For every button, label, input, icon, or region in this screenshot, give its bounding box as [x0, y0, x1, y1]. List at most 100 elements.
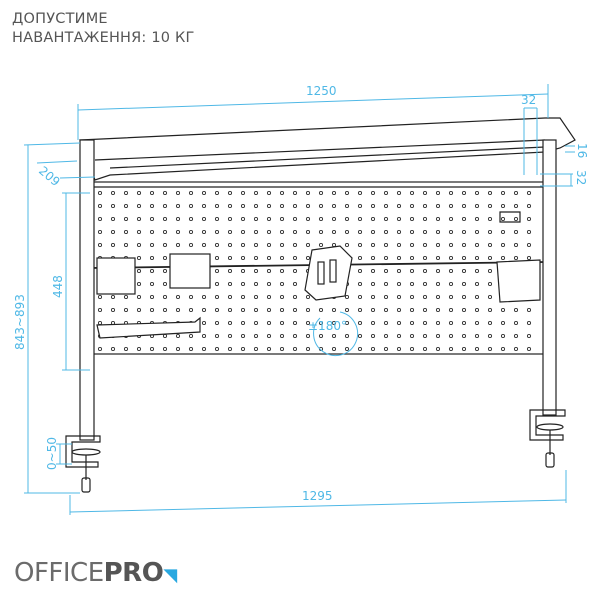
pegboard-hole [318, 190, 324, 196]
pegboard-hole [448, 333, 454, 339]
pegboard-hole [383, 255, 389, 261]
pegboard-hole [513, 333, 519, 339]
pegboard-hole [513, 255, 519, 261]
pegboard-hole [357, 320, 363, 326]
pegboard-hole [266, 190, 272, 196]
pegboard-hole [253, 333, 259, 339]
pegboard-hole [201, 229, 207, 235]
pegboard-hole [227, 307, 233, 313]
pegboard-hole [396, 333, 402, 339]
pegboard-hole [240, 281, 246, 287]
pegboard-hole [110, 229, 116, 235]
pegboard-hole [461, 190, 467, 196]
pegboard-hole [396, 255, 402, 261]
pegboard-hole [214, 255, 220, 261]
pegboard-hole [500, 216, 506, 222]
pegboard-hole [253, 255, 259, 261]
pegboard-hole [422, 333, 428, 339]
pegboard-hole [448, 255, 454, 261]
pegboard-hole [357, 307, 363, 313]
pegboard-hole [253, 320, 259, 326]
pegboard-hole [162, 255, 168, 261]
pegboard-hole [448, 294, 454, 300]
pegboard-hole [370, 216, 376, 222]
pegboard-hole [357, 190, 363, 196]
pegboard-hole [487, 242, 493, 248]
pegboard-hole [344, 216, 350, 222]
pegboard-hole [123, 242, 129, 248]
pegboard-hole [214, 281, 220, 287]
pegboard-hole [266, 229, 272, 235]
pegboard-hole [227, 333, 233, 339]
pegboard-hole [227, 346, 233, 352]
pegboard-hole [136, 190, 142, 196]
pegboard-hole [110, 190, 116, 196]
pegboard-hole [227, 190, 233, 196]
pegboard-hole [318, 242, 324, 248]
pegboard-hole [448, 190, 454, 196]
pegboard-hole [136, 294, 142, 300]
pegboard-hole [240, 242, 246, 248]
pegboard-hole [500, 190, 506, 196]
pegboard-hole [474, 294, 480, 300]
pegboard-hole [344, 333, 350, 339]
pegboard-hole [422, 255, 428, 261]
pegboard-hole [357, 346, 363, 352]
pegboard-hole [435, 242, 441, 248]
pegboard-hole [331, 346, 337, 352]
pegboard-hole [175, 307, 181, 313]
pegboard-hole [136, 268, 142, 274]
pegboard-hole [97, 320, 103, 326]
pegboard-hole [500, 255, 506, 261]
pegboard-hole [448, 268, 454, 274]
pegboard-hole [487, 320, 493, 326]
pegboard-hole [240, 320, 246, 326]
pegboard-hole [149, 281, 155, 287]
pegboard-hole [370, 268, 376, 274]
left-post [79, 139, 95, 441]
pegboard-hole [175, 216, 181, 222]
pegboard-hole [435, 190, 441, 196]
pegboard-hole [240, 255, 246, 261]
pegboard-hole [526, 307, 532, 313]
pegboard-hole [396, 190, 402, 196]
dim-depth: 209 [36, 164, 63, 189]
pegboard-hole [110, 307, 116, 313]
right-post [542, 139, 557, 416]
pegboard-hole [331, 229, 337, 235]
pegboard-hole [383, 320, 389, 326]
pegboard-hole [409, 229, 415, 235]
pegboard-hole [136, 216, 142, 222]
pegboard-hole [409, 294, 415, 300]
pegboard-hole [123, 346, 129, 352]
pegboard-hole [513, 320, 519, 326]
pegboard-hole [279, 346, 285, 352]
pegboard-hole [474, 307, 480, 313]
pegboard-hole [279, 268, 285, 274]
officepro-logo: OFFICEPRO◥ [14, 558, 177, 588]
pegboard-hole [513, 190, 519, 196]
pegboard-hole [500, 229, 506, 235]
pegboard-hole [396, 346, 402, 352]
pegboard-hole [149, 190, 155, 196]
pegboard-hole [331, 216, 337, 222]
load-capacity-note: ДОПУСТИМЕ НАВАНТАЖЕННЯ: 10 КГ [12, 10, 195, 48]
pegboard-hole [201, 242, 207, 248]
pegboard-hole [136, 242, 142, 248]
pegboard-hole [136, 346, 142, 352]
pegboard-hole [175, 333, 181, 339]
pegboard-hole [435, 268, 441, 274]
pegboard-hole [214, 294, 220, 300]
pegboard-hole [487, 346, 493, 352]
pegboard-hole [253, 242, 259, 248]
pegboard-hole [318, 333, 324, 339]
pegboard-hole [435, 294, 441, 300]
pegboard-hole [214, 203, 220, 209]
pegboard-hole [383, 229, 389, 235]
pegboard-hole [318, 203, 324, 209]
pegboard-hole [266, 216, 272, 222]
pegboard-hole [123, 307, 129, 313]
pegboard-hole [240, 346, 246, 352]
pegboard-hole [97, 216, 103, 222]
